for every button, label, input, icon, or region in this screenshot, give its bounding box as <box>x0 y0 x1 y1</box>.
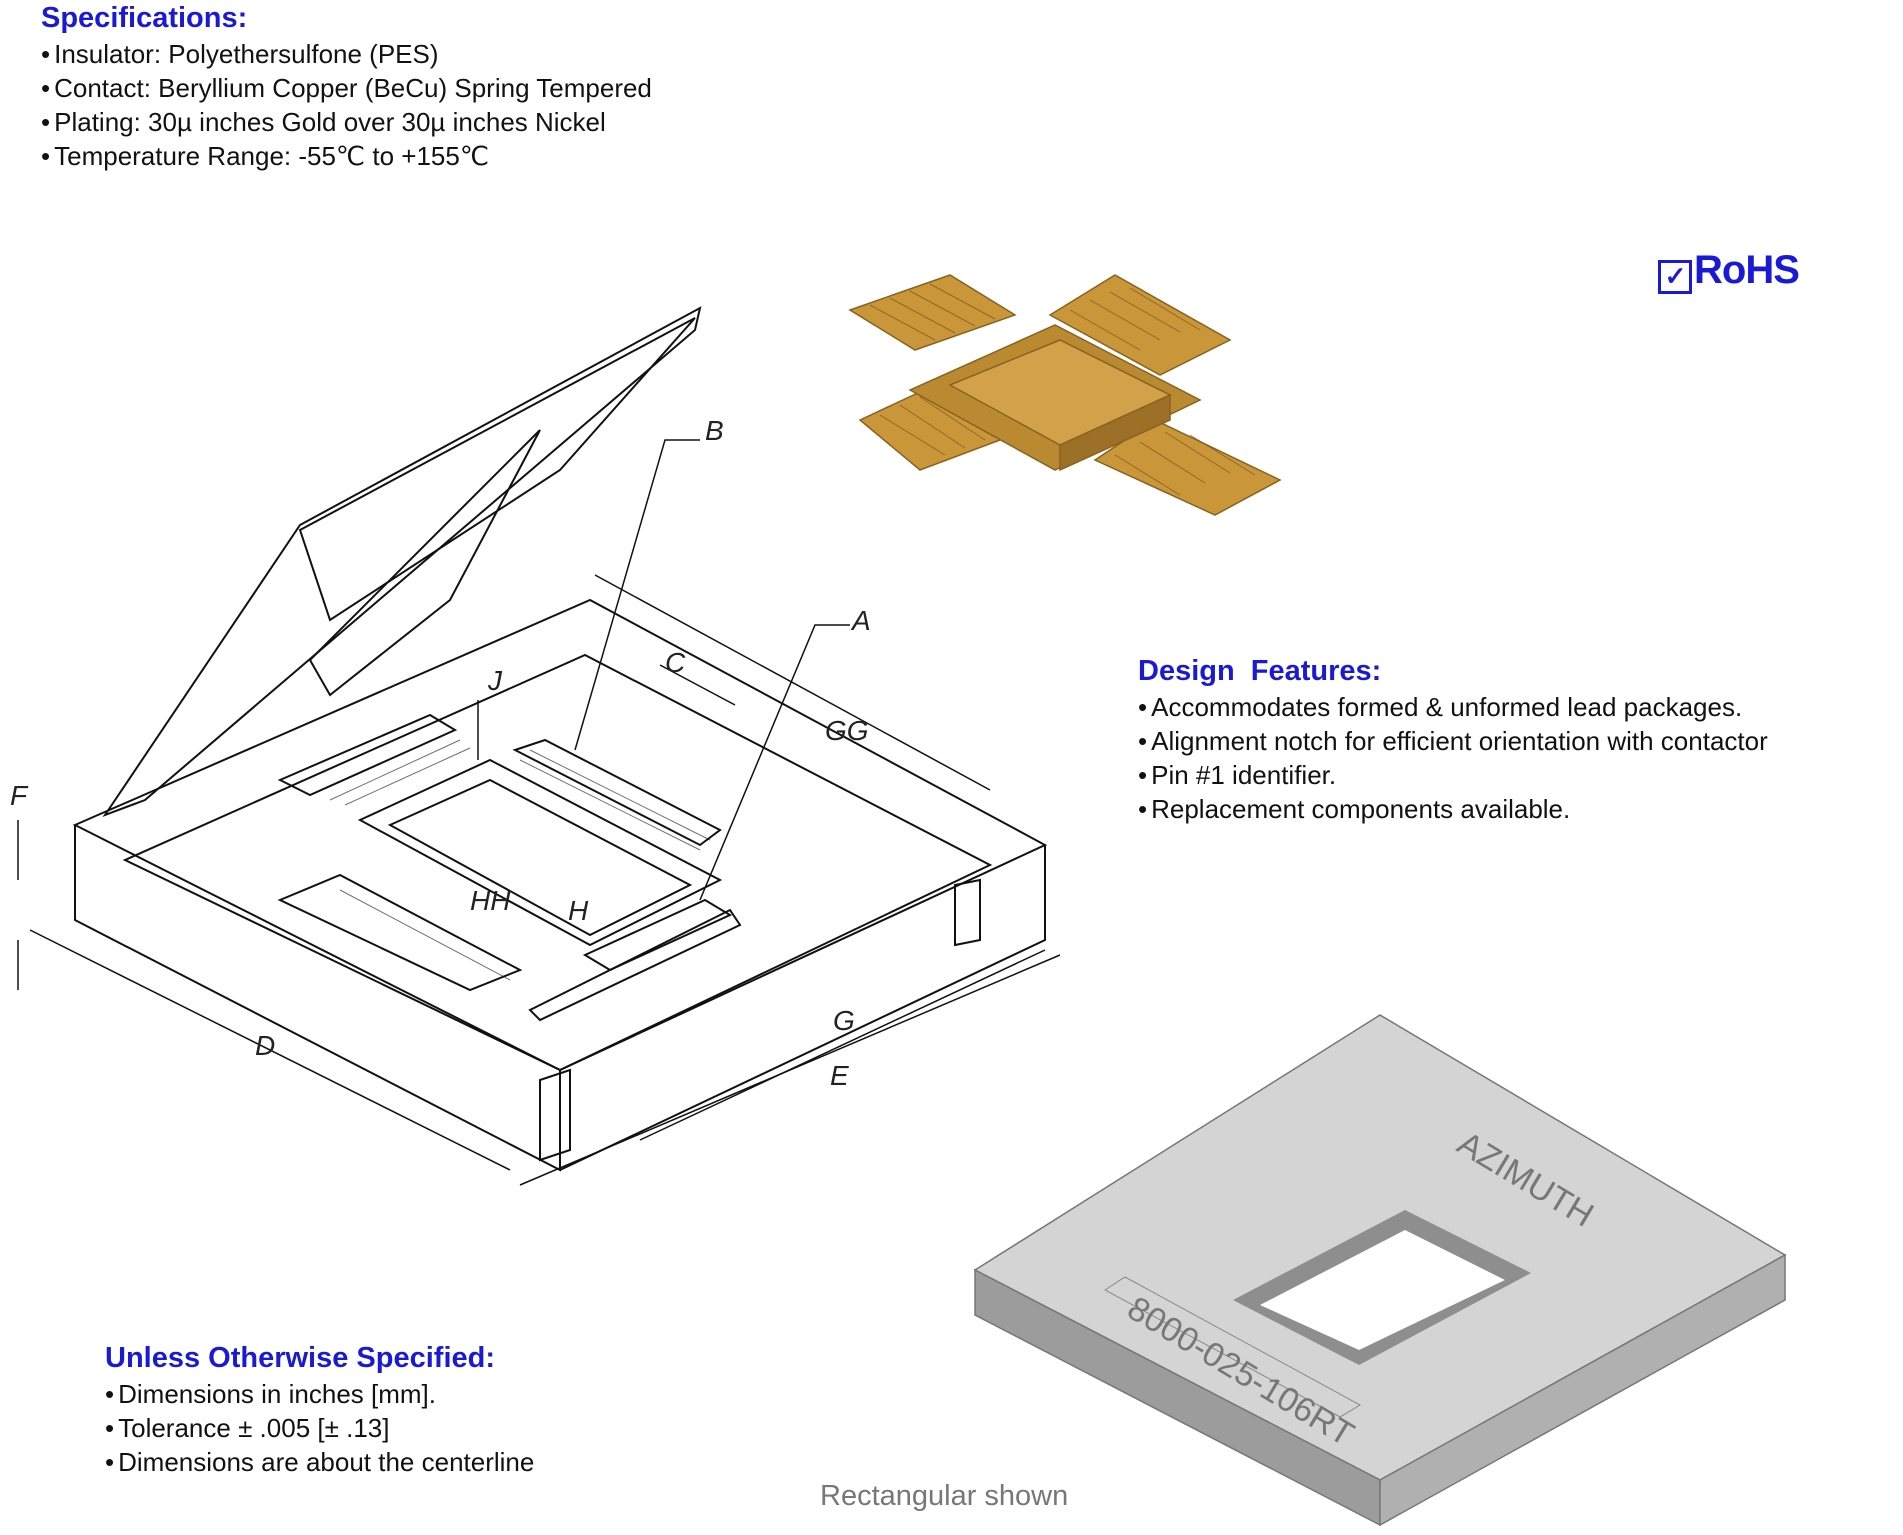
dim-label-b: B <box>705 415 724 446</box>
dim-label-h: H <box>568 895 589 926</box>
caption: Rectangular shown <box>820 1480 1069 1512</box>
checkbox-icon: ✓ <box>1658 260 1692 294</box>
package-illustration <box>848 274 1282 516</box>
dim-label-j: J <box>487 665 503 696</box>
note-item: Dimensions are about the centerline <box>105 1445 534 1479</box>
dimension-labels: B A C GG J F HH H D G E <box>10 415 871 1091</box>
socket-line-drawing: B A C GG J F HH H D G E <box>10 306 1061 1186</box>
dim-label-c: C <box>665 647 686 678</box>
spec-item: Plating: 30µ inches Gold over 30µ inches… <box>41 105 652 139</box>
dim-label-gg: GG <box>825 715 869 746</box>
note-item: Dimensions in inches [mm]. <box>105 1377 534 1411</box>
note-item: Tolerance ± .005 [± .13] <box>105 1411 534 1445</box>
design-features-list: Accommodates formed & unformed lead pack… <box>1138 690 1768 826</box>
spec-item: Insulator: Polyethersulfone (PES) <box>41 37 652 71</box>
dim-label-g: G <box>833 1005 855 1036</box>
dim-label-a: A <box>850 605 871 636</box>
dim-label-f: F <box>10 780 29 811</box>
specifications-heading: Specifications: <box>41 2 248 34</box>
spec-item: Contact: Beryllium Copper (BeCu) Spring … <box>41 71 652 105</box>
dim-label-hh: HH <box>470 885 511 916</box>
specifications-list: Insulator: Polyethersulfone (PES) Contac… <box>41 37 652 173</box>
socket-render: 8000-025-106RT AZIMUTH <box>973 1014 1787 1527</box>
feature-item: Alignment notch for efficient orientatio… <box>1138 724 1768 758</box>
unless-specified-list: Dimensions in inches [mm]. Tolerance ± .… <box>105 1377 534 1479</box>
feature-item: Pin #1 identifier. <box>1138 758 1768 792</box>
dim-label-d: D <box>255 1030 275 1061</box>
feature-item: Replacement components available. <box>1138 792 1768 826</box>
design-features-heading: Design Features: <box>1138 655 1382 687</box>
unless-specified-heading: Unless Otherwise Specified: <box>105 1342 496 1374</box>
feature-item: Accommodates formed & unformed lead pack… <box>1138 690 1768 724</box>
rohs-badge: ✓RoHS <box>1658 248 1800 294</box>
dim-label-e: E <box>830 1060 849 1091</box>
spec-item: Temperature Range: -55℃ to +155℃ <box>41 139 652 173</box>
rohs-label: RoHS <box>1694 248 1800 292</box>
